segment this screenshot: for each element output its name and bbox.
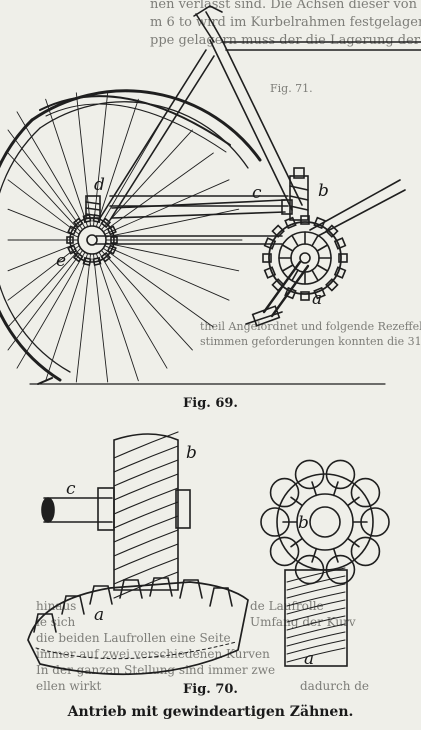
- label-b-right: b: [298, 513, 309, 533]
- bleed-line: Umfang der Kurv: [250, 615, 356, 629]
- rosette-gear: [260, 459, 390, 585]
- figure-69-drawing: d b c e a: [0, 5, 421, 385]
- bleed-line: ppe gelagern muss der die Lagerung der K: [150, 33, 421, 48]
- bleed-line: ellen wirkt: [36, 679, 102, 693]
- bleed-line: m 6 to wird im Kurbelrahmen festgelager: [150, 15, 421, 30]
- label-a-right: a: [304, 649, 314, 669]
- frame: [95, 5, 421, 245]
- figure-70-subcaption: Antrieb mit gewindeartigen Zähnen.: [67, 704, 354, 720]
- rear-gear-housing: [85, 195, 101, 219]
- bleed-line: immer auf zwei verschiedenen Kurven: [36, 647, 270, 661]
- wheel-spokes: [7, 92, 243, 383]
- label-c: c: [252, 183, 262, 203]
- label-b-left: b: [186, 443, 197, 463]
- bleed-line: ie sich: [36, 615, 75, 629]
- label-d: d: [94, 175, 105, 195]
- fender: [39, 95, 231, 146]
- drive-shaft: [41, 497, 113, 523]
- figure-70-caption: Fig. 70.: [183, 682, 238, 697]
- gear-segment: [27, 577, 249, 676]
- bleed-line: die beiden Laufrollen eine Seite: [36, 631, 231, 645]
- front-gear-housing: [281, 167, 309, 221]
- shaft-collar: [97, 487, 115, 531]
- crank-gear: [245, 215, 348, 327]
- label-e: e: [56, 251, 66, 271]
- figure-69-caption: Fig. 69.: [183, 396, 238, 411]
- label-a: a: [312, 289, 322, 309]
- bleed-line: Fig. 71.: [270, 82, 313, 95]
- worm-cylinder: [113, 431, 179, 599]
- rear-bevel-gear: [66, 214, 118, 266]
- label-c-left: c: [66, 479, 76, 499]
- gear-stem: [284, 567, 348, 667]
- bleed-line: stimmen geforderungen konnten die 3120: [200, 335, 421, 348]
- label-a-left: a: [94, 605, 104, 625]
- label-b: b: [318, 181, 329, 201]
- bleed-line: dadurch de: [300, 679, 369, 693]
- figure-70-drawing: b c a b a: [27, 431, 390, 676]
